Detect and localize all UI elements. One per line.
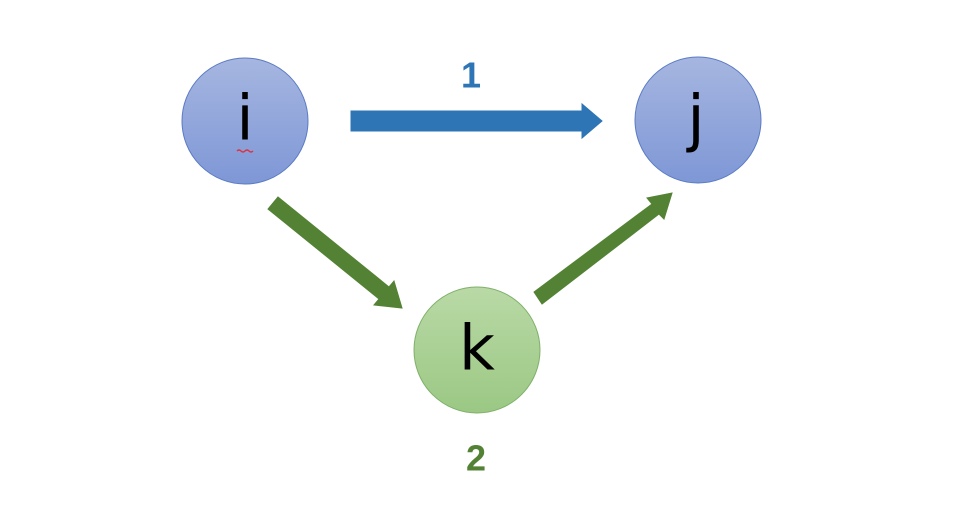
node-j-label: j bbox=[685, 82, 704, 155]
edge-label-direct: 1 bbox=[461, 55, 481, 96]
node-i: i bbox=[181, 57, 309, 185]
arrow-k-to-j bbox=[533, 192, 673, 305]
node-j-circle bbox=[634, 56, 762, 184]
node-k-label: k bbox=[459, 312, 495, 385]
node-i-label: i bbox=[236, 82, 253, 155]
edge-label-via-k: 2 bbox=[466, 438, 486, 479]
spellcheck-squiggle bbox=[236, 149, 254, 153]
arrow-i-to-j bbox=[350, 102, 603, 140]
node-k-circle bbox=[413, 286, 541, 414]
node-k: k bbox=[413, 286, 541, 414]
node-j: j bbox=[634, 56, 762, 184]
node-i-circle bbox=[181, 57, 309, 185]
arrow-i-to-k bbox=[267, 196, 403, 309]
